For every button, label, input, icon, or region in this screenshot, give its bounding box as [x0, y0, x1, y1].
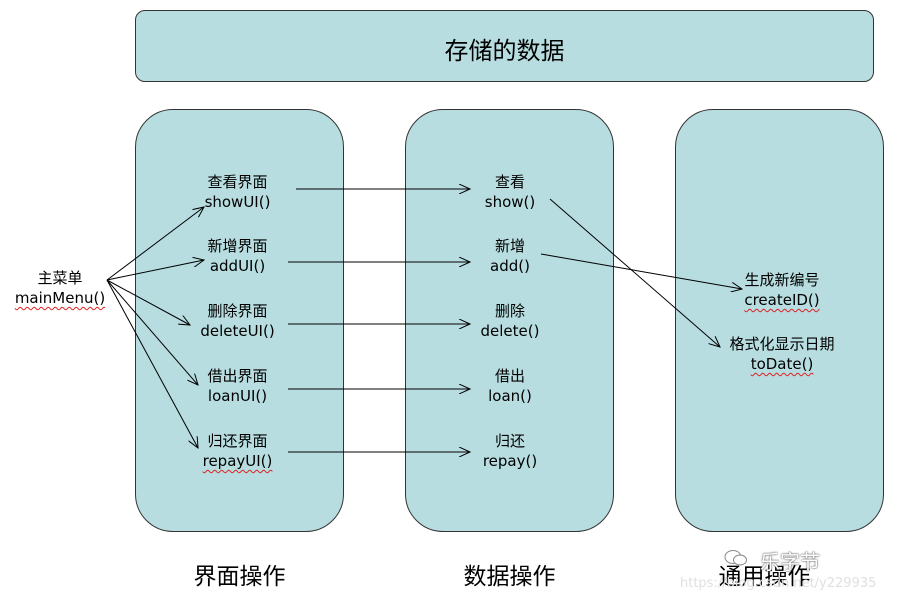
arrow-add-to-createid	[540, 253, 742, 289]
ui-item-add-en: addUI()	[209, 257, 266, 275]
common-item-create-id-cn: 生成新编号	[744, 271, 820, 289]
data-item-show-cn: 查看	[494, 173, 525, 191]
data-item-show-en: show()	[484, 193, 536, 211]
data-item-add-cn: 新增	[494, 237, 525, 255]
ui-item-add-cn: 新增界面	[207, 237, 268, 255]
arrow-menu-to-deleteui	[106, 279, 190, 325]
common-item-to-date-cn: 格式化显示日期	[729, 335, 835, 353]
data-operations-label: 数据操作	[463, 564, 556, 590]
ui-item-delete-cn: 删除界面	[207, 302, 268, 320]
ui-item-show: 查看界面 showUI()	[180, 172, 295, 212]
ui-item-repay-cn: 归还界面	[207, 432, 268, 450]
storage-title: 存储的数据	[444, 37, 565, 65]
data-item-repay: 归还 repay()	[460, 431, 560, 471]
arrow-menu-to-repayui	[106, 279, 198, 448]
ui-item-loan: 借出界面 loanUI()	[180, 366, 295, 406]
watermark-text: 乐字节	[760, 550, 820, 574]
data-item-loan: 借出 loan()	[460, 366, 560, 406]
main-menu-node: 主菜单 mainMenu()	[10, 268, 110, 308]
ui-item-repay: 归还界面 repayUI()	[180, 431, 295, 471]
ui-item-show-cn: 查看界面	[207, 173, 268, 191]
data-item-delete: 删除 delete()	[460, 301, 560, 341]
main-menu-cn: 主菜单	[37, 269, 83, 287]
ui-item-add: 新增界面 addUI()	[180, 236, 295, 276]
common-item-create-id-en: createID()	[744, 291, 820, 309]
common-item-to-date-en: toDate()	[750, 355, 814, 373]
data-item-add: 新增 add()	[460, 236, 560, 276]
common-item-create-id: 生成新编号 createID()	[712, 270, 852, 310]
common-item-to-date: 格式化显示日期 toDate()	[706, 334, 858, 374]
arrow-menu-to-addui	[106, 260, 204, 281]
ui-item-delete: 删除界面 deleteUI()	[180, 301, 295, 341]
ui-item-repay-en: repayUI()	[202, 452, 273, 470]
ui-operations-column	[135, 109, 344, 532]
watermark-url: https://blog.csdn.net/y229935	[680, 576, 877, 591]
ui-item-loan-cn: 借出界面	[207, 367, 268, 385]
data-item-loan-cn: 借出	[494, 367, 525, 385]
data-item-delete-cn: 删除	[494, 302, 525, 320]
data-item-repay-cn: 归还	[494, 432, 525, 450]
common-operations-label: 通用操作	[718, 564, 811, 590]
data-operations-column	[405, 109, 614, 532]
arrow-menu-to-showui	[106, 207, 204, 281]
ui-item-delete-en: deleteUI()	[200, 322, 275, 340]
data-item-loan-en: loan()	[488, 387, 532, 405]
wechat-icon	[724, 550, 747, 566]
arrow-show-to-todate	[549, 198, 720, 347]
ui-item-show-en: showUI()	[204, 193, 271, 211]
ui-operations-label: 界面操作	[193, 564, 286, 590]
common-operations-column	[675, 109, 884, 532]
data-item-delete-en: delete()	[480, 322, 540, 340]
data-item-show: 查看 show()	[460, 172, 560, 212]
main-menu-en: mainMenu()	[14, 289, 106, 307]
data-item-add-en: add()	[490, 257, 530, 275]
arrow-menu-to-loanui	[106, 279, 198, 385]
data-item-repay-en: repay()	[482, 452, 538, 470]
ui-item-loan-en: loanUI()	[207, 387, 268, 405]
storage-box: 存储的数据	[135, 10, 874, 82]
